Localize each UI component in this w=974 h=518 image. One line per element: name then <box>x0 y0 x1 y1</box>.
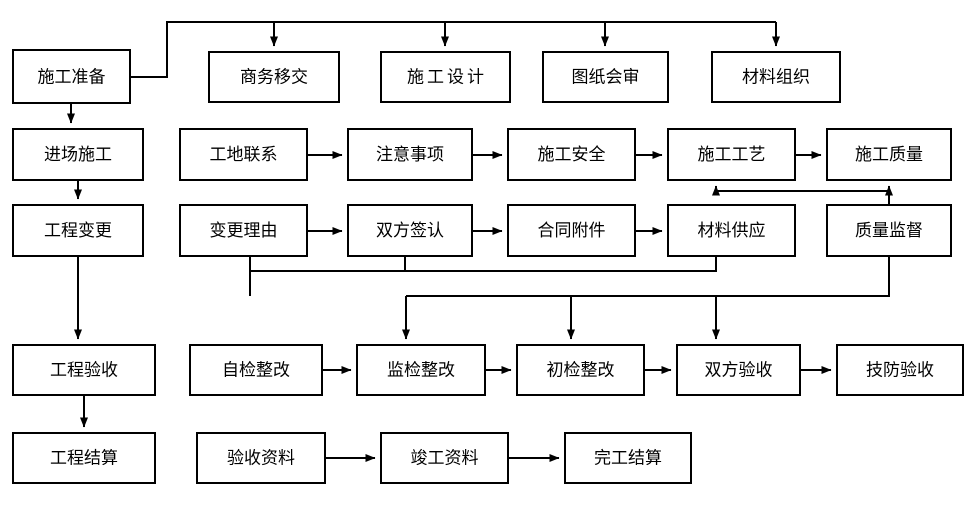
node-label: 完工结算 <box>594 449 662 469</box>
node-label: 自检整改 <box>222 361 290 381</box>
node-label: 施工设计 <box>407 68 487 88</box>
node-material-organization[interactable]: 材料组织 <box>711 51 841 103</box>
connector-bus-lower-upper-rail <box>249 256 717 272</box>
node-label: 初检整改 <box>547 361 615 381</box>
node-label: 施工工艺 <box>698 145 766 165</box>
node-project-change[interactable]: 工程变更 <box>12 204 144 257</box>
node-self-inspection-rectify[interactable]: 自检整改 <box>189 344 323 396</box>
node-layer: 施工准备 商务移交 施工设计 图纸会审 材料组织 进场施工 <box>12 49 964 484</box>
node-first-inspection-rectify[interactable]: 初检整改 <box>516 344 645 396</box>
node-construction-quality[interactable]: 施工质量 <box>826 128 952 181</box>
node-label: 变更理由 <box>210 221 278 241</box>
node-project-settlement[interactable]: 工程结算 <box>12 432 156 484</box>
node-label: 图纸会审 <box>572 68 640 88</box>
node-material-supply[interactable]: 材料供应 <box>667 204 796 257</box>
node-label: 合同附件 <box>538 221 606 241</box>
node-label: 施工准备 <box>38 68 106 88</box>
node-label: 进场施工 <box>44 145 112 165</box>
node-construction-design[interactable]: 施工设计 <box>380 51 511 103</box>
node-construction-safety[interactable]: 施工安全 <box>507 128 636 181</box>
connector-layer <box>67 21 893 462</box>
node-label: 工地联系 <box>210 145 278 165</box>
node-label: 双方验收 <box>705 361 773 381</box>
node-label: 质量监督 <box>855 221 923 241</box>
connector-construction-prep-to-bus <box>130 21 776 78</box>
node-project-acceptance[interactable]: 工程验收 <box>12 344 156 396</box>
node-site-entry[interactable]: 进场施工 <box>12 128 144 181</box>
node-label: 工程结算 <box>50 449 118 469</box>
node-completion-documents[interactable]: 竣工资料 <box>380 432 509 484</box>
connector-quality-supervision-to-construction-process <box>712 185 889 196</box>
node-notices[interactable]: 注意事项 <box>347 128 473 181</box>
node-final-settlement[interactable]: 完工结算 <box>564 432 692 484</box>
node-supervisor-inspection-rectify[interactable]: 监检整改 <box>356 344 486 396</box>
connector-bus-lower-main-rail <box>406 256 890 297</box>
node-acceptance-documents[interactable]: 验收资料 <box>196 432 326 484</box>
node-label: 材料供应 <box>698 221 766 241</box>
node-construction-prep[interactable]: 施工准备 <box>12 49 131 104</box>
node-label: 施工质量 <box>855 145 923 165</box>
node-label: 工程验收 <box>50 361 118 381</box>
node-label: 双方签认 <box>376 221 444 241</box>
node-quality-supervision[interactable]: 质量监督 <box>826 204 952 257</box>
node-construction-process[interactable]: 施工工艺 <box>667 128 796 181</box>
node-change-reason[interactable]: 变更理由 <box>179 204 308 257</box>
node-label: 工程变更 <box>44 221 112 241</box>
node-both-parties-sign[interactable]: 双方签认 <box>347 204 473 257</box>
node-drawing-review[interactable]: 图纸会审 <box>542 51 669 103</box>
node-label: 竣工资料 <box>411 449 479 469</box>
node-label: 监检整改 <box>387 361 455 381</box>
node-mutual-acceptance[interactable]: 双方验收 <box>676 344 801 396</box>
node-label: 验收资料 <box>227 449 295 469</box>
node-site-contact[interactable]: 工地联系 <box>179 128 308 181</box>
node-tech-prevention-acceptance[interactable]: 技防验收 <box>836 344 964 396</box>
node-label: 材料组织 <box>742 68 810 88</box>
node-label: 技防验收 <box>866 361 934 381</box>
node-contract-annex[interactable]: 合同附件 <box>507 204 636 257</box>
node-label: 注意事项 <box>376 145 444 165</box>
node-label: 商务移交 <box>240 68 308 88</box>
node-business-handover[interactable]: 商务移交 <box>208 51 340 103</box>
node-label: 施工安全 <box>538 145 606 165</box>
